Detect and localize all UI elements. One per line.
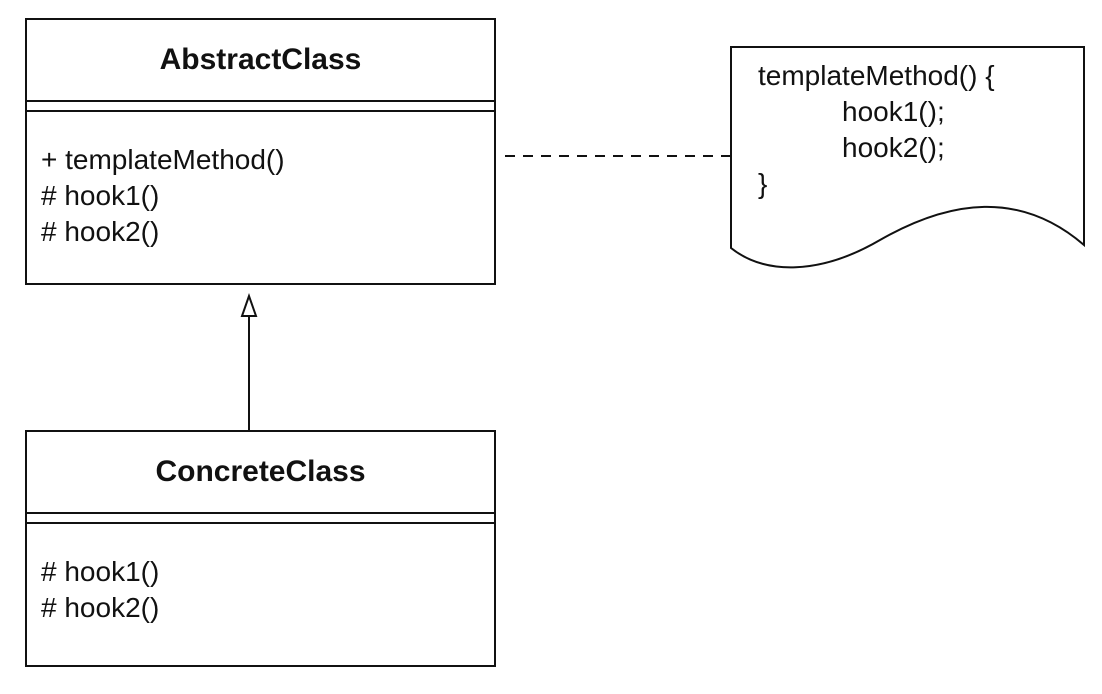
concrete-class-attributes-divider bbox=[27, 512, 494, 524]
note-line-close: } bbox=[758, 168, 768, 199]
note-line-signature: templateMethod() { bbox=[758, 60, 995, 91]
abstract-class-box[interactable]: AbstractClass + templateMethod() # hook1… bbox=[25, 18, 496, 285]
operation-hook1: # hook1() bbox=[41, 556, 160, 587]
operation-template-method: + templateMethod() bbox=[41, 144, 285, 175]
abstract-class-attributes-divider bbox=[27, 100, 494, 112]
concrete-class-box[interactable]: ConcreteClass # hook1() # hook2() bbox=[25, 430, 496, 667]
operation-hook1: # hook1() bbox=[41, 180, 160, 211]
note-line-hook2: hook2(); bbox=[842, 132, 945, 163]
concrete-class-name: ConcreteClass bbox=[155, 455, 366, 488]
abstract-class-operations: + templateMethod() # hook1() # hook2() bbox=[27, 112, 494, 250]
note-content: templateMethod() { hook1(); hook2(); } bbox=[758, 58, 995, 202]
note-shape bbox=[730, 46, 1085, 269]
inheritance-arrowhead bbox=[240, 292, 258, 317]
abstract-class-name: AbstractClass bbox=[159, 43, 362, 76]
concrete-class-operations: # hook1() # hook2() bbox=[27, 524, 494, 626]
operation-hook2: # hook2() bbox=[41, 216, 160, 247]
note-line-hook1: hook1(); bbox=[842, 96, 945, 127]
operation-hook2: # hook2() bbox=[41, 592, 160, 623]
